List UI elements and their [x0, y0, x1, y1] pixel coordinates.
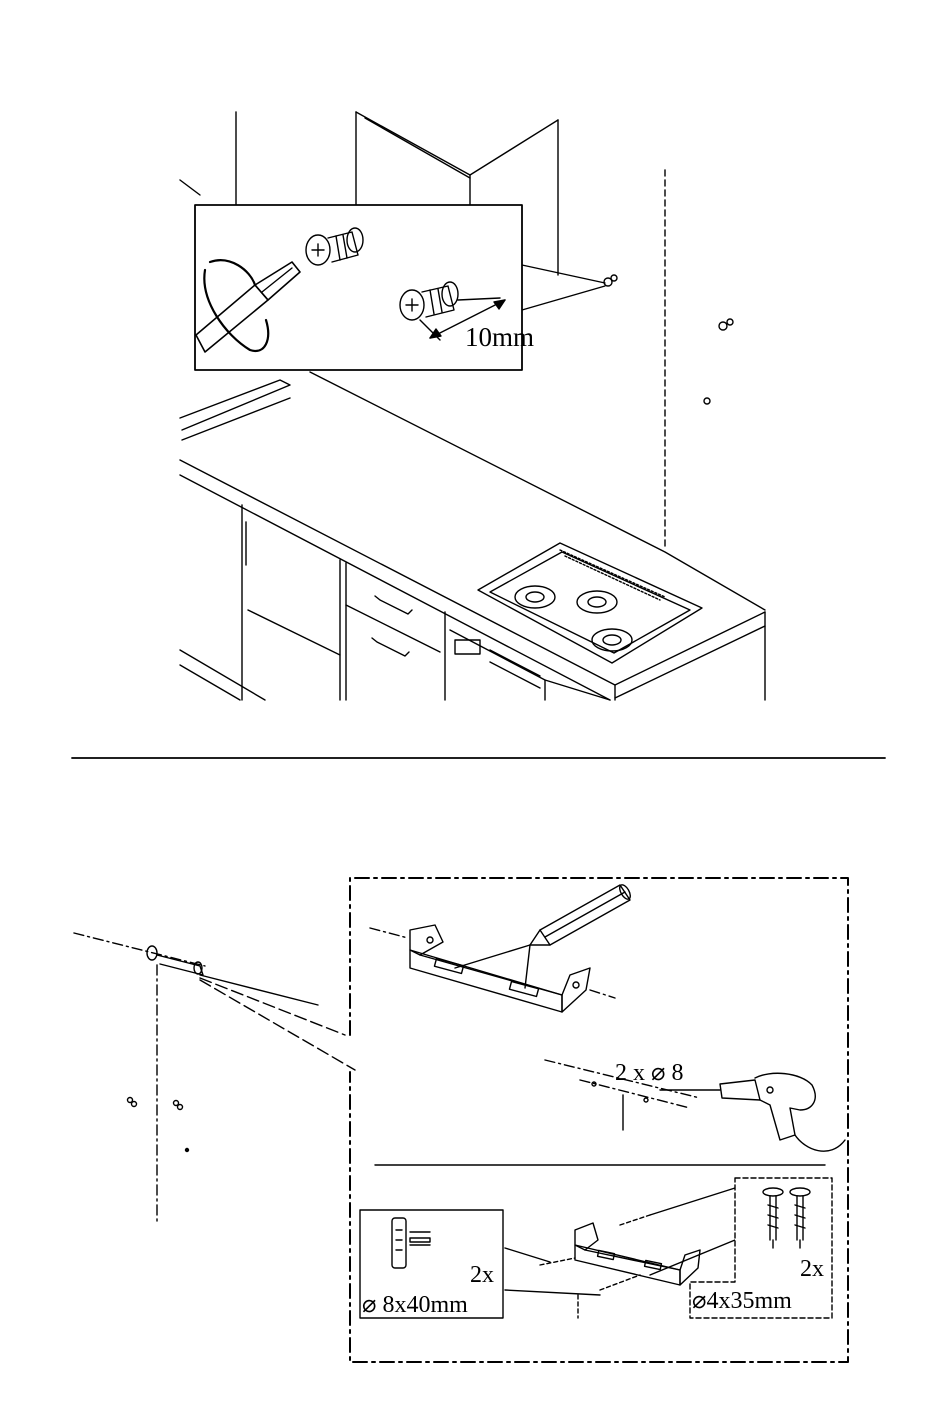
dowel-quantity: 2x: [470, 1262, 494, 1288]
callout-leader: [522, 265, 605, 283]
screw-callout-box: 10mm: [195, 205, 534, 370]
wall-anchor-marks: [128, 1098, 189, 1152]
dowel-callout-box: 2x ⌀ 8x40mm: [360, 1210, 503, 1318]
base-cabinets: [180, 505, 610, 700]
drawer-handle: [375, 596, 412, 614]
callout-dimension-label: 10mm: [465, 322, 534, 352]
pencil-icon: [530, 883, 632, 945]
bracket-small-icon: [147, 946, 203, 975]
wall-overview: [74, 933, 355, 1222]
burner-icon: [577, 591, 617, 613]
screw-size: ⌀4x35mm: [692, 1288, 792, 1314]
drilling-step: 2 x ⌀ 8: [545, 1060, 845, 1151]
screw-quantity: 2x: [800, 1256, 824, 1282]
drawer-handle: [372, 638, 409, 656]
bottom-bracket-illustration: 2 x ⌀ 8: [74, 878, 848, 1362]
callout-leader: [522, 286, 605, 310]
burner-icon: [592, 629, 632, 651]
wall-hole-icon: [704, 398, 710, 404]
wall-screw-icon: [604, 275, 617, 286]
assembly-step: 2x ⌀ 8x40mm: [360, 1178, 832, 1318]
bracket-marking-step: [370, 883, 632, 1012]
screw-callout-box: 2x ⌀4x35mm: [690, 1178, 832, 1318]
drill-size-label: 2 x ⌀ 8: [615, 1060, 683, 1086]
top-kitchen-illustration: 10mm: [180, 112, 765, 700]
drill-icon: [660, 1073, 845, 1151]
bracket-icon: [575, 1223, 700, 1285]
countertop: [180, 372, 765, 700]
burner-icon: [515, 586, 555, 608]
gas-hob: [478, 543, 702, 663]
dowel-size: ⌀ 8x40mm: [362, 1292, 468, 1318]
wall-screw-icon: [719, 319, 733, 330]
wall-screw-marks: [604, 275, 733, 404]
